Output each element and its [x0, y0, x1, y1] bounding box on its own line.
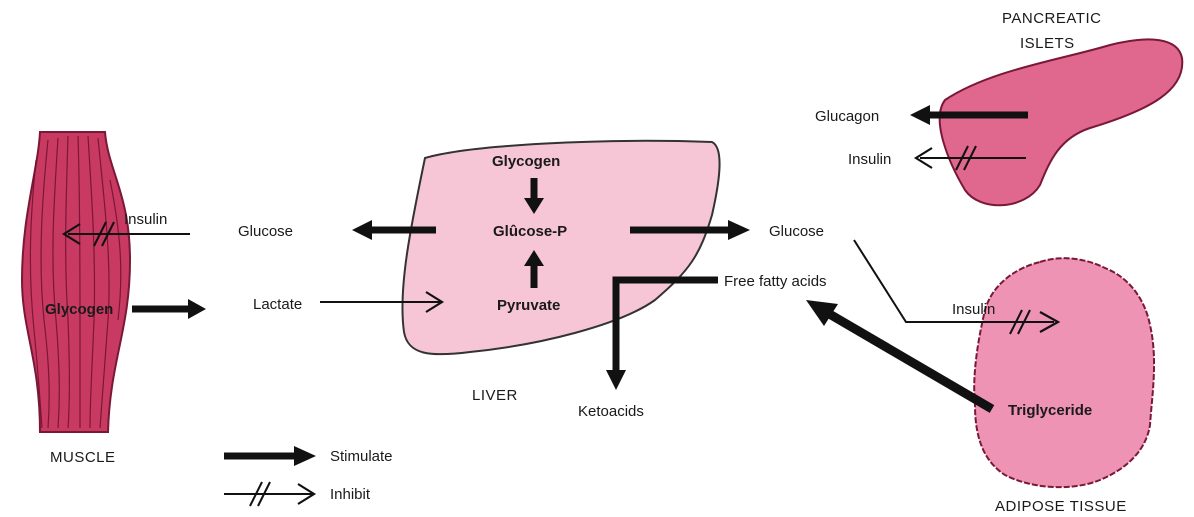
glucose-p-label: Glûcose-P	[493, 223, 567, 240]
ketoacids-label: Ketoacids	[578, 403, 644, 420]
glycogen-liver-label: Glycogen	[492, 153, 560, 170]
glucose-right-label: Glucose	[769, 223, 824, 240]
legend-inhibit-label: Inhibit	[330, 486, 371, 503]
pancreas-shape	[940, 39, 1183, 205]
liver-title: LIVER	[472, 387, 518, 404]
liver-shape	[402, 141, 719, 354]
legend-stimulate-arrow	[224, 446, 316, 466]
adipose-shape	[974, 258, 1154, 487]
pancreas-title-line1: PANCREATIC	[1002, 10, 1101, 27]
insulin-pancreas-label: Insulin	[848, 151, 891, 168]
triglyceride-label: Triglyceride	[1008, 402, 1092, 419]
muscle-shape	[22, 132, 130, 432]
free-fatty-acids-label: Free fatty acids	[724, 273, 827, 290]
legend: Stimulate Inhibit	[224, 446, 393, 506]
muscle-organ	[22, 132, 130, 432]
pyruvate-label: Pyruvate	[497, 297, 560, 314]
insulin-adipose-label: Insulin	[952, 301, 995, 318]
muscle-title: MUSCLE	[50, 449, 116, 466]
glycogen-muscle-label: Glycogen	[45, 301, 113, 318]
lactate-label: Lactate	[253, 296, 302, 313]
stimulate-arrow-glycogen-lactate	[132, 299, 206, 319]
adipose-title: ADIPOSE TISSUE	[995, 498, 1127, 515]
insulin-muscle-label: Insulin	[124, 211, 167, 228]
glucose-left-label: Glucose	[238, 223, 293, 240]
legend-stimulate-label: Stimulate	[330, 448, 393, 465]
legend-inhibit-arrow	[224, 482, 314, 506]
pancreas-title-line2: ISLETS	[1020, 35, 1075, 52]
glucagon-label: Glucagon	[815, 108, 879, 125]
